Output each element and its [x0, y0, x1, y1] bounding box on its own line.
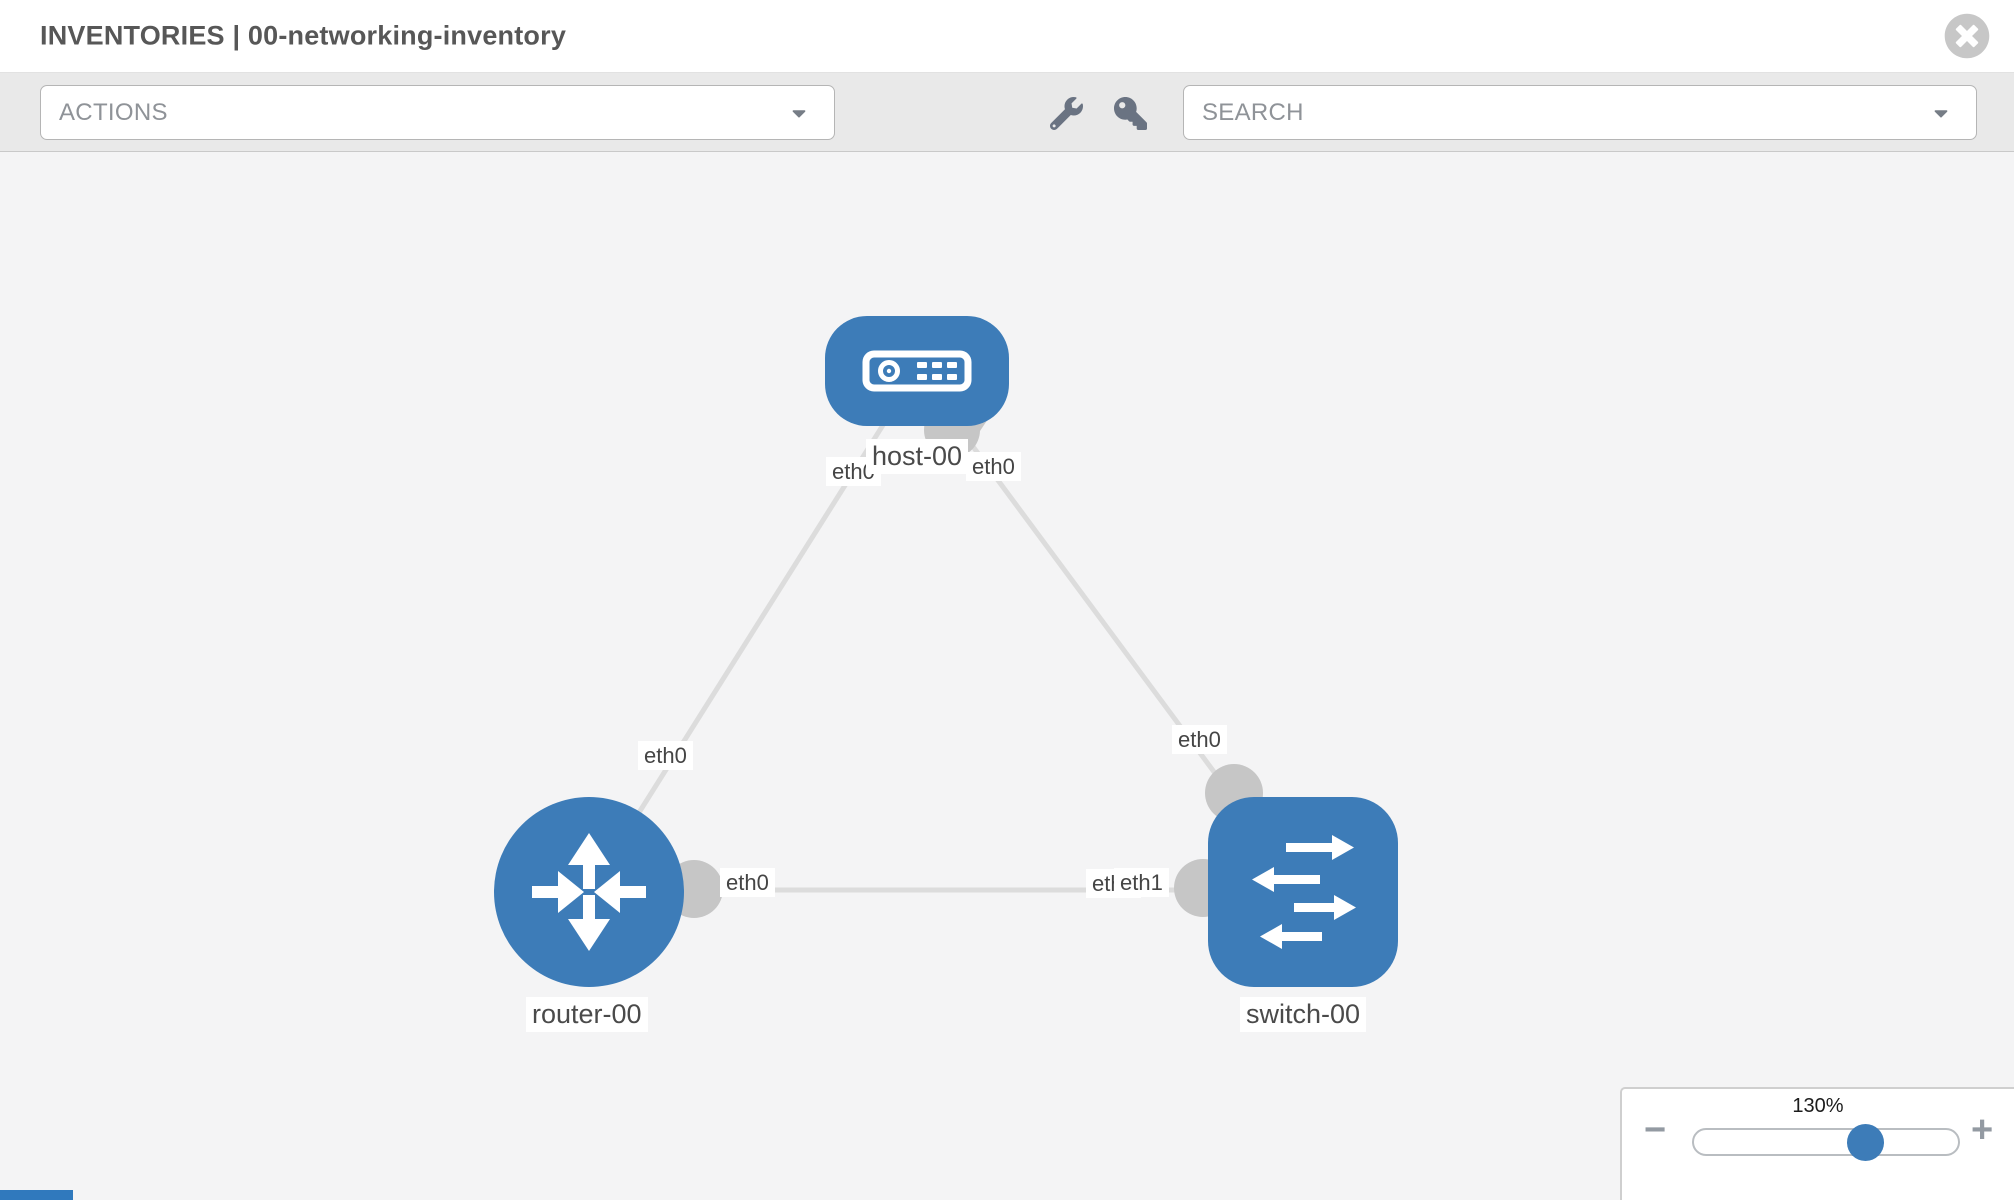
node-label-host-00[interactable]: host-00: [866, 439, 969, 475]
close-button[interactable]: [1944, 13, 1990, 59]
zoom-out-button[interactable]: −: [1644, 1109, 1667, 1151]
zoom-percent: 130%: [1792, 1095, 1844, 1117]
close-icon: [1944, 13, 1990, 59]
node-router-00[interactable]: [494, 797, 684, 987]
zoom-slider-track[interactable]: [1692, 1128, 1960, 1156]
bottom-left-blue-strip: [0, 1190, 73, 1200]
node-host-00[interactable]: [825, 316, 1009, 426]
key-icon: [1113, 96, 1147, 130]
page-title: INVENTORIES | 00-networking-inventory: [40, 20, 567, 51]
chevron-down-icon: [1934, 109, 1948, 117]
iface-label-switch-diag: eth0: [1172, 725, 1227, 755]
actions-dropdown[interactable]: ACTIONS: [40, 85, 835, 140]
iface-label-router-horiz: eth0: [720, 868, 775, 898]
topology-canvas[interactable]: eth0 host-00 eth0 eth0 eth0 eth0 eth0 et…: [0, 152, 2014, 1200]
node-label-router-00[interactable]: router-00: [526, 997, 648, 1033]
key-button[interactable]: [1102, 85, 1158, 141]
iface-label-host-right: eth0: [966, 452, 1021, 482]
chevron-down-icon: [792, 109, 806, 117]
toolbar: ACTIONS SEARCH: [0, 72, 2014, 152]
zoom-panel: 130% − +: [1620, 1087, 2014, 1200]
topology-edges-layer: [586, 369, 1306, 918]
search-dropdown-label: SEARCH: [1202, 98, 1304, 126]
server-icon: [862, 350, 972, 392]
actions-dropdown-label: ACTIONS: [59, 98, 168, 126]
wrench-icon: [1049, 96, 1083, 130]
search-dropdown[interactable]: SEARCH: [1183, 85, 1977, 140]
iface-label-switch-horiz: eth1: [1114, 868, 1169, 898]
node-label-switch-00[interactable]: switch-00: [1240, 997, 1367, 1033]
configure-button[interactable]: [1038, 85, 1094, 141]
iface-label-router-diag: eth0: [638, 741, 693, 771]
zoom-in-button[interactable]: +: [1971, 1109, 1994, 1151]
router-arrows-icon: [532, 833, 646, 951]
header: INVENTORIES | 00-networking-inventory: [0, 0, 2014, 73]
node-switch-00[interactable]: [1208, 797, 1398, 987]
zoom-slider-knob[interactable]: [1847, 1124, 1884, 1161]
switch-arrows-icon: [1252, 835, 1356, 949]
